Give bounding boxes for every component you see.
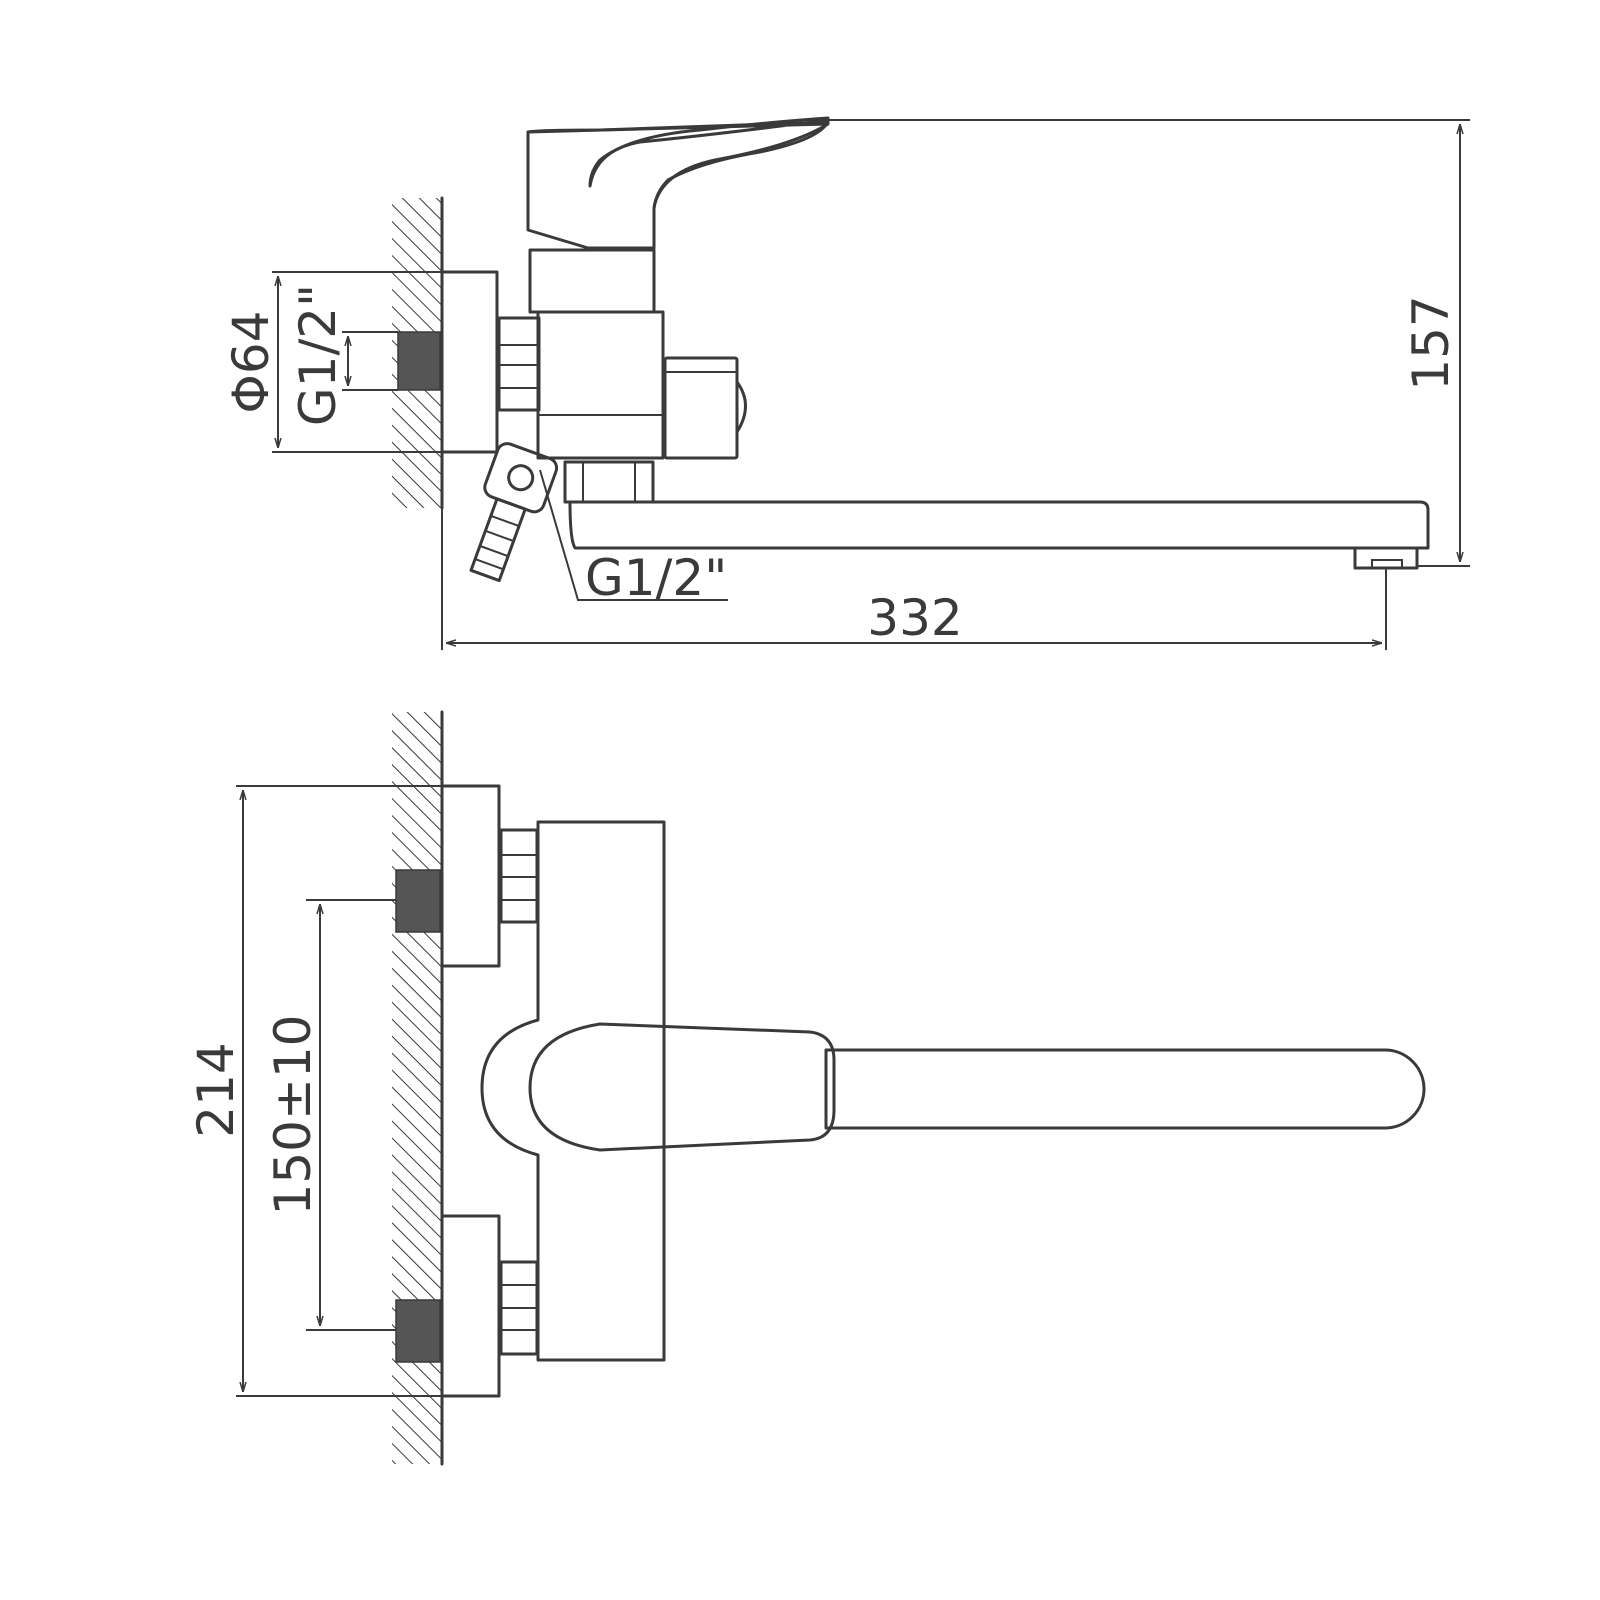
spout-front	[824, 1048, 1426, 1130]
side-view: Φ64 G1/2" G1/2" 332 157	[222, 116, 1470, 650]
dim-diameter-label: Φ64	[222, 311, 280, 414]
dim-height-label: 157	[1402, 295, 1460, 390]
front-view: 214 150±10	[187, 710, 1426, 1466]
spout-side	[568, 500, 1430, 550]
escutcheon-upper	[440, 784, 501, 968]
dim-spacing-label: 150±10	[264, 1015, 322, 1216]
hose-rib-4	[474, 558, 504, 571]
cartridge-neck	[528, 248, 656, 314]
mixer-body-front	[480, 820, 666, 1362]
dim-inlet-label: G1/2"	[289, 284, 347, 426]
escutcheon-side	[440, 270, 499, 454]
diverter-knob	[735, 380, 747, 434]
aerator-side	[1353, 546, 1419, 570]
hose-outlet	[469, 442, 559, 583]
dim-length-label: 332	[867, 589, 962, 647]
hose-connector	[469, 497, 527, 583]
hose-rib-1	[490, 514, 520, 528]
dim-outlet-leader	[539, 469, 728, 601]
hose-nut-center	[507, 464, 535, 492]
spout-nut	[563, 460, 655, 504]
lever-handle-outline	[526, 120, 830, 210]
hose-rib-3	[479, 544, 509, 558]
lever-handle-front	[528, 1022, 836, 1152]
inlet-thread-upper	[395, 869, 441, 933]
hose-rib-2	[485, 529, 514, 543]
inlet-thread-top	[397, 331, 441, 391]
dim-outlet-label: G1/2"	[585, 549, 727, 607]
lever-handle-side	[526, 116, 830, 250]
escutcheon-lower	[440, 1214, 501, 1398]
mixer-body-side	[536, 310, 665, 460]
dim-total-height-label: 214	[187, 1042, 245, 1137]
inlet-thread-lower	[395, 1299, 441, 1363]
